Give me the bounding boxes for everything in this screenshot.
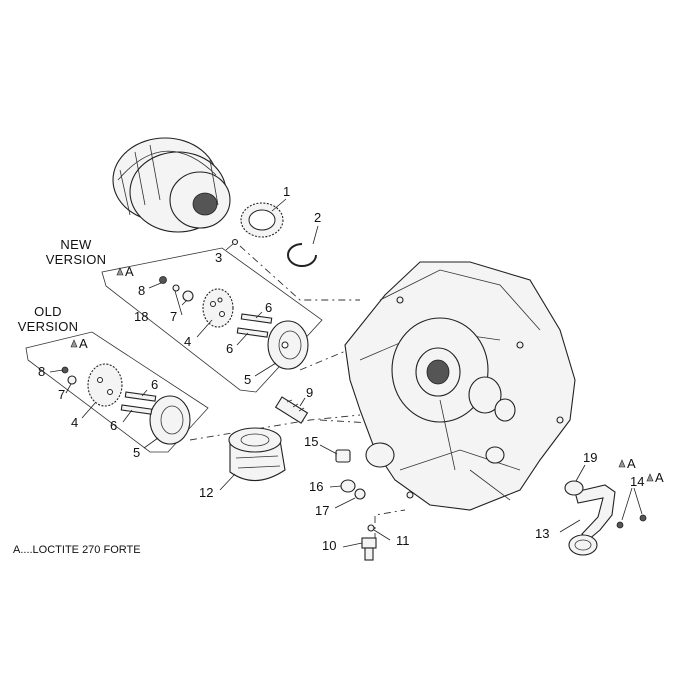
screw-14-b bbox=[639, 514, 647, 522]
callout-6-old-a: 6 bbox=[151, 377, 158, 392]
old-washer-7 bbox=[67, 375, 77, 385]
old-pin-b bbox=[120, 404, 153, 415]
callout-14: 14 bbox=[630, 474, 644, 489]
callout-19: 19 bbox=[583, 450, 597, 465]
old-version-frame bbox=[25, 331, 209, 453]
old-version-label-line1: OLD bbox=[34, 304, 62, 319]
new-pin-a bbox=[240, 313, 273, 324]
bushing-15 bbox=[335, 449, 351, 463]
callout-15: 15 bbox=[304, 434, 318, 449]
old-pump-gear bbox=[87, 363, 123, 407]
loctite-marker-14a: A bbox=[627, 456, 636, 471]
callout-5-new: 5 bbox=[244, 372, 251, 387]
callout-11: 11 bbox=[396, 533, 410, 548]
drive-gear-ring bbox=[240, 202, 284, 238]
new-pin-b bbox=[236, 327, 269, 338]
old-loctite-drop bbox=[70, 339, 78, 348]
clutch-basket bbox=[112, 137, 231, 233]
loctite-legend: A....LOCTITE 270 FORTE bbox=[13, 544, 141, 556]
callout-3: 3 bbox=[215, 250, 222, 265]
shaft-9 bbox=[274, 396, 309, 424]
new-pump-body bbox=[267, 320, 309, 370]
callout-7-new: 7 bbox=[170, 309, 177, 324]
new-pump-gear bbox=[202, 288, 234, 328]
callout-13: 13 bbox=[535, 526, 549, 541]
assembly-line-gear bbox=[239, 245, 360, 301]
new-version-label-line1: NEW bbox=[60, 237, 92, 252]
leader-lines bbox=[49, 198, 643, 548]
assembly-line-old bbox=[189, 414, 361, 441]
seal-17 bbox=[354, 488, 366, 500]
oil-filter bbox=[228, 427, 286, 482]
loctite-drop-14b bbox=[646, 473, 654, 482]
callout-12: 12 bbox=[199, 485, 213, 500]
old-version-label-line2: VERSION bbox=[18, 319, 79, 334]
oil-pipe-13 bbox=[568, 484, 616, 556]
callout-6-old-b: 6 bbox=[110, 418, 117, 433]
plug-16 bbox=[340, 479, 356, 493]
callout-10: 10 bbox=[322, 538, 336, 553]
new-version-frame bbox=[101, 247, 323, 393]
loctite-marker-14b: A bbox=[655, 470, 664, 485]
assembly-line-sensor bbox=[374, 509, 406, 540]
old-pin-a bbox=[124, 391, 157, 402]
callout-16: 16 bbox=[309, 479, 323, 494]
circlip bbox=[287, 243, 317, 267]
loctite-marker-new: A bbox=[125, 264, 134, 279]
callout-9: 9 bbox=[306, 385, 313, 400]
new-washer-18 bbox=[172, 284, 180, 292]
callout-18: 18 bbox=[134, 309, 148, 324]
callout-1: 1 bbox=[283, 184, 290, 199]
new-screw-8 bbox=[159, 276, 167, 284]
new-version-label-line2: VERSION bbox=[46, 252, 107, 267]
callout-17: 17 bbox=[315, 503, 329, 518]
callout-7-old: 7 bbox=[58, 387, 65, 402]
crankcase-cover bbox=[344, 261, 576, 511]
loctite-drop-14a bbox=[618, 459, 626, 468]
callout-4-old: 4 bbox=[71, 415, 78, 430]
callout-6-new-a: 6 bbox=[265, 300, 272, 315]
callout-4-new: 4 bbox=[184, 334, 191, 349]
loctite-marker-old: A bbox=[79, 336, 88, 351]
new-washer-7 bbox=[182, 290, 194, 302]
new-loctite-drop bbox=[116, 267, 124, 276]
old-pump-body bbox=[149, 395, 191, 445]
callout-5-old: 5 bbox=[133, 445, 140, 460]
callout-2: 2 bbox=[314, 210, 321, 225]
callout-6-new-b: 6 bbox=[226, 341, 233, 356]
o-ring-19 bbox=[564, 480, 584, 496]
washer-3 bbox=[231, 238, 239, 246]
callout-8-new: 8 bbox=[138, 283, 145, 298]
screw-14-a bbox=[616, 521, 624, 529]
callout-8-old: 8 bbox=[38, 364, 45, 379]
